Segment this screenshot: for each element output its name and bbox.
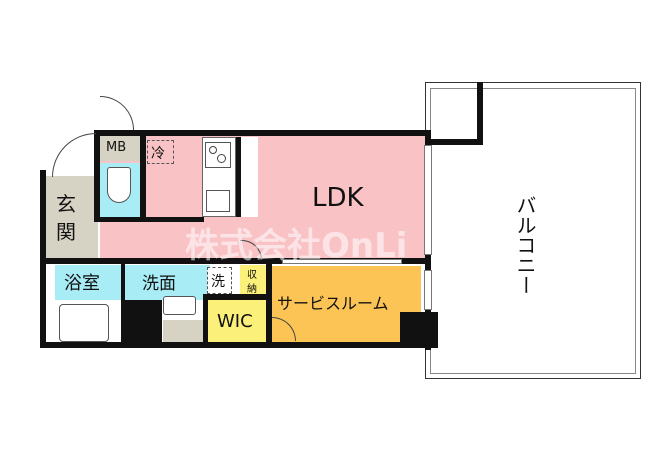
washbasin-icon [163, 296, 196, 315]
wall [122, 300, 162, 347]
kitchen-partition [236, 137, 258, 217]
bathtub-icon [59, 304, 109, 342]
mb-door[interactable] [100, 96, 134, 130]
window [424, 145, 432, 255]
wall [40, 258, 430, 264]
fridge-space [147, 140, 174, 164]
room-bathroom [55, 265, 122, 300]
balcony [425, 82, 641, 379]
mb-label: MB [106, 140, 127, 155]
washer-label: 洗 [211, 274, 225, 290]
room-entrance [42, 176, 98, 258]
washroom-label: 洗面 [142, 274, 176, 294]
wall [477, 82, 483, 144]
wall [203, 294, 208, 346]
wall [40, 342, 430, 348]
room-washroom [125, 265, 210, 300]
balcony-label: バルコニー [513, 195, 537, 295]
stove-icon [205, 142, 231, 168]
wall [425, 139, 483, 145]
wall [94, 130, 100, 220]
room-storage [240, 265, 267, 295]
window [424, 270, 432, 310]
wall [400, 312, 438, 348]
storage-label-1: 収 [247, 270, 257, 281]
wall [94, 217, 204, 222]
wall [266, 262, 272, 346]
room-wic [207, 300, 267, 343]
bathroom-label: 浴室 [64, 273, 100, 294]
storage-label-2: 納 [247, 284, 257, 295]
window [282, 259, 402, 264]
entrance-label-1: 玄 [56, 192, 76, 216]
room-service [271, 266, 421, 344]
room-mb [100, 135, 140, 161]
service-room-label: サービスルーム [277, 294, 389, 313]
entrance-door[interactable] [52, 133, 96, 177]
wic-label: WIC [217, 311, 253, 332]
washer-space [207, 267, 232, 294]
ldk-label: LDK [312, 183, 364, 213]
sink-icon [206, 190, 230, 212]
entrance-label-2: 関 [56, 220, 76, 244]
wall [140, 135, 146, 220]
wall [121, 262, 125, 346]
fridge-label: 冷 [151, 146, 165, 162]
toilet-icon [107, 167, 131, 203]
wall [203, 294, 267, 300]
wall [94, 130, 430, 136]
